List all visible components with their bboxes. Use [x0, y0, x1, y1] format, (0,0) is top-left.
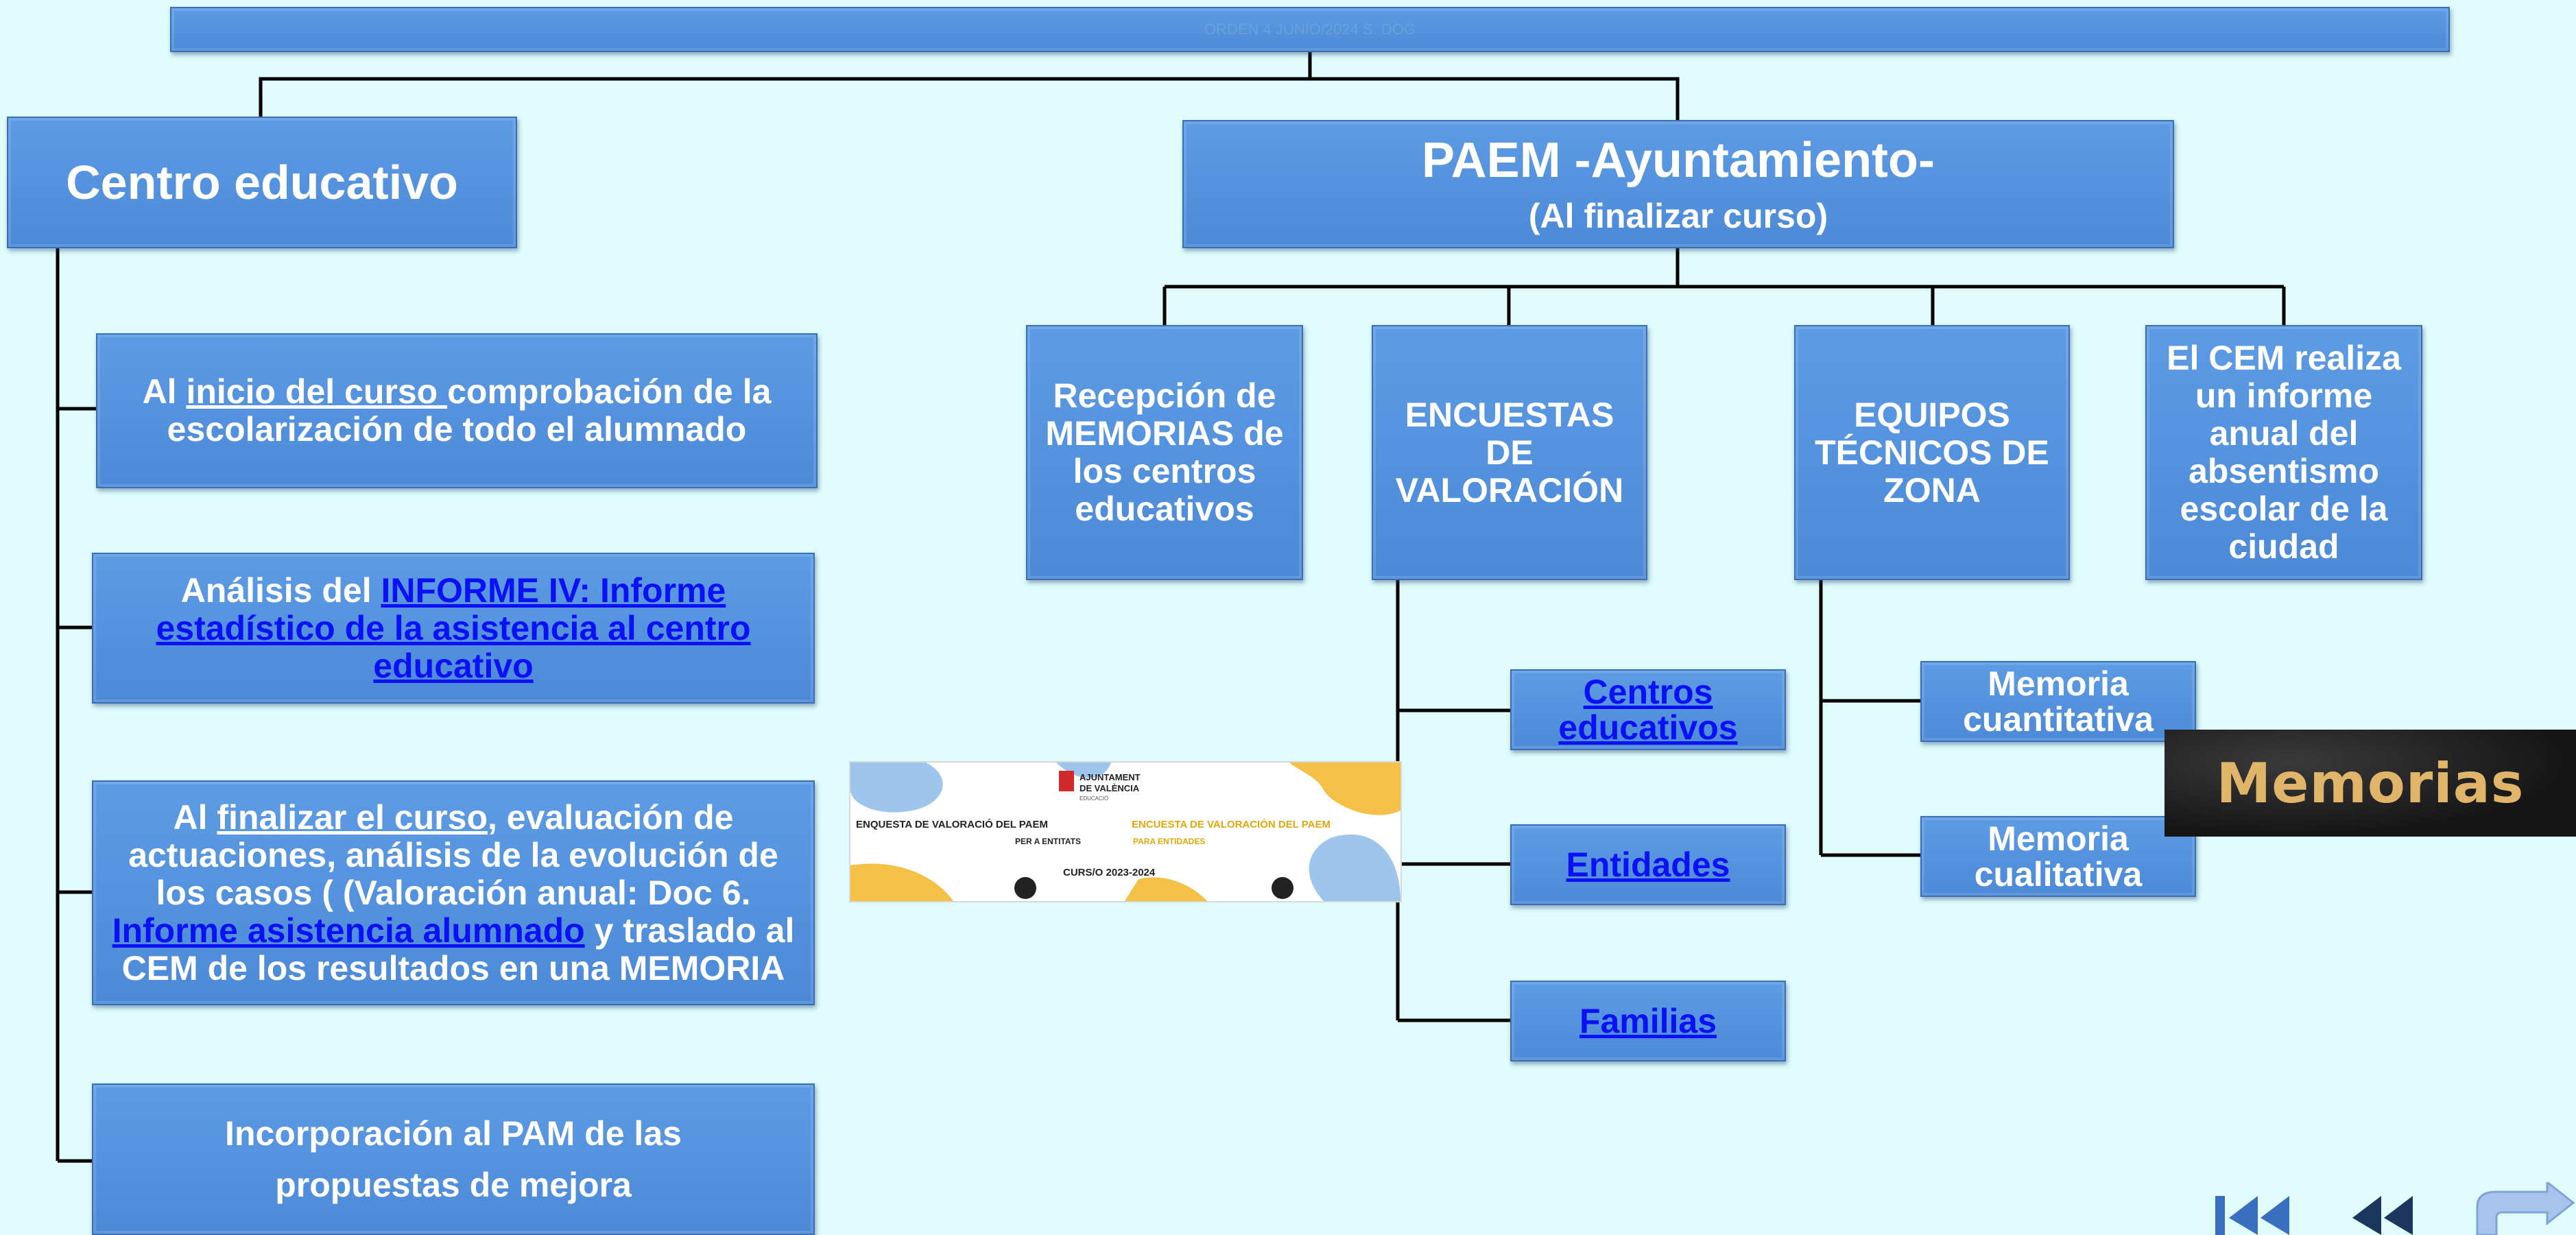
encuesta-familias-box: Familias: [1510, 981, 1786, 1062]
encuesta-centros-box: Centros educativos: [1510, 669, 1786, 750]
memoria-cualitativa-box: Memoria cualitativa: [1920, 816, 2196, 897]
banner-spanish-title: ENCUESTA DE VALORACIÓN DEL PAEM: [1132, 819, 1331, 830]
encuesta-familias-link[interactable]: Familias: [1579, 1002, 1717, 1040]
step-finalizar-post: y traslado al CEM de los resultados en u…: [121, 911, 795, 987]
banner-org-line2: DE VALÈNCIA: [1080, 783, 1140, 793]
memoria-cuantitativa-text: Memoria cuantitativa: [1963, 664, 2154, 739]
encuesta-entidades-link[interactable]: Entidades: [1566, 846, 1730, 884]
step-inicio-post: comprobación de la escolarización de tod…: [167, 372, 772, 448]
informe-iv-link[interactable]: INFORME IV: Informe estadístico de la as…: [156, 571, 751, 685]
step-finalizar-pre: Al: [173, 798, 217, 837]
banner-org-line3: EDUCACIÓ: [1080, 795, 1109, 802]
header-faint-text: ORDEN 4 JUNIO/2024 S. DOG: [1204, 21, 1416, 38]
first-slide-icon[interactable]: [2213, 1190, 2298, 1235]
banner-valencian-sub: PER A ENTITATS: [1015, 837, 1081, 846]
equipos-tecnicos-box: EQUIPOS TÉCNICOS DE ZONA: [1794, 325, 2070, 580]
step-inicio-curso: Al inicio del curso comprobación de la e…: [96, 333, 818, 488]
step-incorporacion-pam: Incorporación al PAM de las propuestas d…: [92, 1083, 815, 1235]
step-inicio-underlined: inicio del curso: [186, 372, 448, 411]
previous-slide-icon[interactable]: [2347, 1190, 2422, 1235]
return-icon[interactable]: [2472, 1182, 2576, 1235]
paem-title-box: PAEM -Ayuntamiento- (Al finalizar curso): [1182, 120, 2174, 248]
equipos-tecnicos-text: EQUIPOS TÉCNICOS DE ZONA: [1815, 395, 2049, 509]
encuesta-entidades-box: Entidades: [1510, 824, 1786, 905]
step-analisis-informe: Análisis del INFORME IV: Informe estadís…: [92, 553, 815, 704]
cem-informe-text: El CEM realiza un informe anual del abse…: [2167, 339, 2401, 566]
step-incorporacion-line2: propuestas de mejora: [275, 1165, 632, 1204]
cem-informe-box: El CEM realiza un informe anual del abse…: [2145, 325, 2422, 580]
step-incorporacion-line1: Incorporación al PAM de las: [225, 1114, 682, 1153]
paem-subtitle: (Al finalizar curso): [1528, 196, 1828, 235]
memoria-cualitativa-text: Memoria cualitativa: [1974, 819, 2143, 894]
step-analisis-pre: Análisis del: [180, 571, 381, 610]
step-inicio-pre: Al: [142, 372, 187, 411]
step-finalizar-curso: Al finalizar el curso, evaluación de act…: [92, 780, 815, 1005]
memorias-image-text: Memorias: [2216, 751, 2525, 815]
recepcion-memorias-text: Recepción de MEMORIAS de los centros edu…: [1045, 376, 1284, 528]
encuestas-valoracion-box: ENCUESTAS DE VALORACIÓN: [1372, 325, 1647, 580]
step-finalizar-underlined: finalizar el curso: [217, 798, 488, 837]
paem-title: PAEM -Ayuntamiento-: [1422, 132, 1935, 188]
recepcion-memorias-box: Recepción de MEMORIAS de los centros edu…: [1026, 325, 1303, 580]
centro-educativo-title-text: Centro educativo: [66, 156, 458, 209]
step-finalizar-mid: , evaluación de actuaciones, análisis de…: [128, 798, 778, 912]
banner-valencian-title: ENQUESTA DE VALORACIÓ DEL PAEM: [856, 819, 1049, 830]
informe-asistencia-link[interactable]: Informe asistencia alumnado: [112, 911, 585, 950]
memoria-cuantitativa-box: Memoria cuantitativa: [1920, 661, 2196, 742]
header-bar: ORDEN 4 JUNIO/2024 S. DOG: [170, 7, 2450, 52]
memorias-image[interactable]: Memorias: [2164, 730, 2576, 837]
centro-educativo-title: Centro educativo: [7, 117, 517, 248]
banner-curs: CURS/O 2023-2024: [1063, 867, 1156, 878]
banner-graphics: [850, 763, 1400, 901]
banner-spanish-sub: PARA ENTIDADES: [1133, 837, 1206, 846]
banner-org-line1: AJUNTAMENT: [1080, 772, 1141, 782]
encuestas-valoracion-text: ENCUESTAS DE VALORACIÓN: [1395, 395, 1624, 509]
encuesta-banner-image[interactable]: AJUNTAMENT DE VALÈNCIA EDUCACIÓ ENQUESTA…: [849, 761, 1402, 902]
encuesta-centros-link[interactable]: Centros educativos: [1558, 672, 1738, 747]
